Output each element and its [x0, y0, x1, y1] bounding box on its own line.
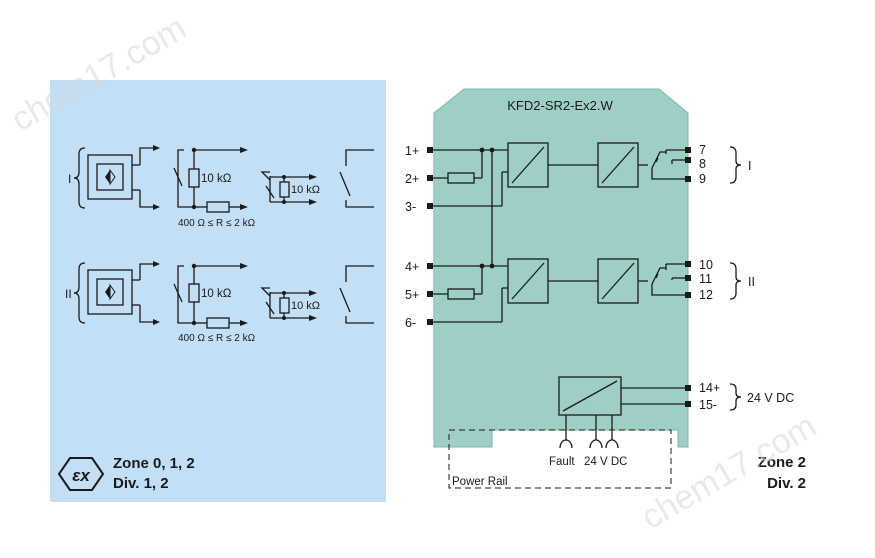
terminal-label-4: 4+: [405, 260, 419, 274]
field-devices-channel-1: I 10 kΩ 400 Ω ≤ R ≤ 2 kΩ: [68, 145, 374, 229]
terminal-label-11: 11: [699, 272, 712, 286]
ex-symbol-icon: εx: [57, 457, 105, 491]
resistor-label-a2: 10 kΩ: [201, 288, 232, 300]
power-supply-block: [558, 376, 622, 416]
relay-output-1: [638, 149, 688, 180]
power-rail-outline: [448, 429, 672, 489]
terminal-label-14: 14+: [699, 381, 720, 395]
terminal-label-7: 7: [699, 143, 706, 157]
terminal-label-9: 9: [699, 172, 706, 186]
left-terminal-posts: [427, 147, 433, 325]
right-brace-supply: [729, 383, 742, 411]
right-brace-ch1: [729, 146, 742, 184]
right-terminal-posts: [685, 147, 691, 407]
terminal-label-1: 1+: [405, 144, 419, 158]
safe-div-label: Div. 2: [767, 475, 806, 492]
terminal-label-5: 5+: [405, 288, 419, 302]
left-channel-label-1: I: [68, 172, 71, 186]
resistor-label-b1: 10 kΩ: [291, 184, 320, 196]
supply-label: 24 V DC: [747, 391, 794, 405]
safe-zone-label: Zone 2: [758, 454, 806, 471]
resistor-range-label-2: 400 Ω ≤ R ≤ 2 kΩ: [178, 333, 256, 344]
field-devices-channel-2: II 10 kΩ 400 Ω ≤ R ≤ 2 kΩ: [65, 261, 374, 344]
module-title: KFD2-SR2-Ex2.W: [507, 98, 613, 113]
supply-bottom-label: 24 V DC: [584, 456, 627, 468]
hazard-zone-label: Zone 0, 1, 2: [113, 455, 195, 472]
isolator-block-2: [597, 142, 639, 188]
hazard-div-label: Div. 1, 2: [113, 475, 169, 492]
terminal-label-3: 3-: [405, 200, 416, 214]
channel-2-input-wiring: [430, 263, 598, 323]
right-brace-ch2: [729, 262, 742, 300]
terminal-label-10: 10: [699, 258, 713, 272]
terminal-label-2: 2+: [405, 172, 419, 186]
isolator-block-4: [597, 258, 639, 304]
svg-text:εx: εx: [72, 466, 91, 485]
terminal-label-12: 12: [699, 288, 713, 302]
resistor-label-b2: 10 kΩ: [291, 300, 320, 312]
resistor-range-label-1: 400 Ω ≤ R ≤ 2 kΩ: [178, 218, 256, 229]
terminal-label-15: 15-: [699, 398, 717, 412]
fault-label: Fault: [549, 456, 575, 468]
isolator-block-3: [507, 258, 549, 304]
right-terminal-labels: 7 8 9 10 11 12 14+ 15-: [699, 143, 720, 412]
left-terminal-labels: 1+ 2+ 3- 4+ 5+ 6-: [405, 144, 419, 330]
isolator-block-1: [507, 142, 549, 188]
terminal-label-8: 8: [699, 157, 706, 171]
supply-wiring: [559, 387, 688, 449]
power-rail-label: Power Rail: [452, 476, 508, 488]
right-channel-label-1: I: [748, 159, 751, 173]
left-channel-label-2: II: [65, 287, 72, 301]
right-channel-label-2: II: [748, 275, 755, 289]
terminal-label-6: 6-: [405, 316, 416, 330]
channel-1-input-wiring: [430, 147, 598, 266]
resistor-label-a1: 10 kΩ: [201, 173, 232, 185]
